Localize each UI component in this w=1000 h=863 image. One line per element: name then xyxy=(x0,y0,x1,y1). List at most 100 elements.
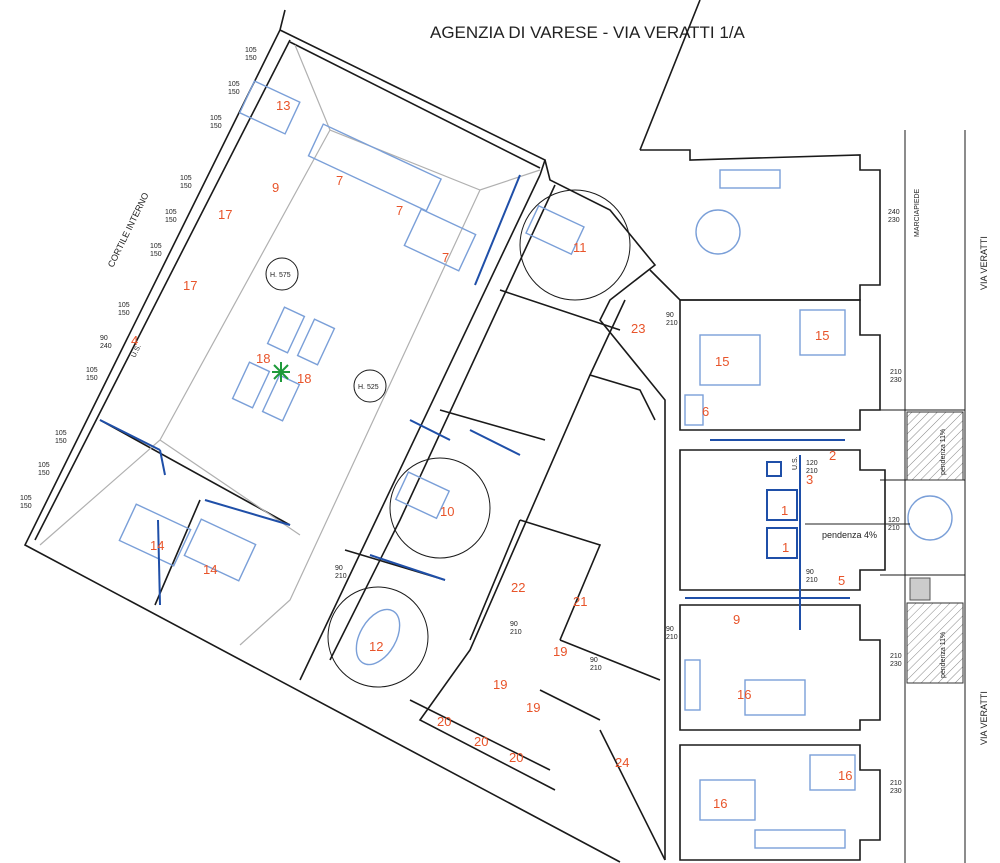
plant-icon xyxy=(272,362,290,382)
room-numbers: 13 9 7 7 7 17 17 4 18 18 11 23 15 15 6 2… xyxy=(131,98,852,811)
ramp-top xyxy=(906,411,964,481)
svg-text:150: 150 xyxy=(55,438,67,445)
sidewalk-label: MARCIAPIEDE xyxy=(914,188,921,237)
svg-text:150: 150 xyxy=(210,123,222,130)
room-number: 1 xyxy=(781,503,788,518)
room-number: 23 xyxy=(631,321,645,336)
ceiling-heights: H. 575 H. 525 xyxy=(265,257,387,403)
ramp-bottom xyxy=(906,602,964,684)
room-number: 9 xyxy=(272,180,279,195)
room-number: 17 xyxy=(218,207,232,222)
svg-text:105: 105 xyxy=(180,175,192,182)
svg-text:230: 230 xyxy=(890,788,902,795)
svg-text:105: 105 xyxy=(165,209,177,216)
interior-walls xyxy=(39,44,666,861)
room-number: 18 xyxy=(256,351,270,366)
room-number: 6 xyxy=(702,404,709,419)
svg-text:90: 90 xyxy=(666,626,674,633)
meeting-room-circles xyxy=(327,189,631,688)
room-number: 22 xyxy=(511,580,525,595)
room-number: 19 xyxy=(493,677,507,692)
turning-circle xyxy=(907,495,953,541)
exterior-walls xyxy=(23,0,966,863)
svg-text:105: 105 xyxy=(150,243,162,250)
courtyard-label: CORTILE INTERNO xyxy=(106,191,151,269)
svg-text:210: 210 xyxy=(890,653,902,660)
svg-text:210: 210 xyxy=(890,369,902,376)
svg-text:230: 230 xyxy=(890,377,902,384)
room-number: 11 xyxy=(573,240,587,255)
svg-text:120: 120 xyxy=(806,460,818,467)
svg-text:210: 210 xyxy=(890,780,902,787)
room-number: 24 xyxy=(615,755,629,770)
svg-text:230: 230 xyxy=(888,217,900,224)
room-number: 12 xyxy=(369,639,383,654)
svg-text:210: 210 xyxy=(666,634,678,641)
ramp-slope-label: pendenza 4% xyxy=(822,530,877,540)
room-number: 16 xyxy=(737,687,751,702)
svg-text:210: 210 xyxy=(666,320,678,327)
svg-text:150: 150 xyxy=(86,375,98,382)
svg-text:90: 90 xyxy=(590,657,598,664)
room-number: 20 xyxy=(437,714,451,729)
svg-text:105: 105 xyxy=(55,430,67,437)
room-number: 20 xyxy=(509,750,523,765)
ramp-slope-label: pendenza 11% xyxy=(940,429,947,475)
room-number: 15 xyxy=(815,328,829,343)
plan-title: AGENZIA DI VARESE - VIA VERATTI 1/A xyxy=(430,23,746,42)
svg-text:105: 105 xyxy=(86,367,98,374)
svg-text:150: 150 xyxy=(245,55,257,62)
svg-text:150: 150 xyxy=(20,503,32,510)
svg-text:150: 150 xyxy=(118,310,130,317)
doors xyxy=(99,174,850,630)
svg-text:210: 210 xyxy=(806,577,818,584)
room-number: 7 xyxy=(442,250,449,265)
svg-text:105: 105 xyxy=(245,47,257,54)
svg-text:240: 240 xyxy=(888,209,900,216)
svg-text:150: 150 xyxy=(38,470,50,477)
street-label: VIA VERATTI xyxy=(979,691,989,745)
room-number: 4 xyxy=(131,333,138,348)
street-label: VIA VERATTI xyxy=(979,236,989,290)
room-number: 20 xyxy=(474,734,488,749)
furniture xyxy=(118,80,856,849)
room-number: 21 xyxy=(573,594,587,609)
room-number: 15 xyxy=(715,354,729,369)
svg-text:90: 90 xyxy=(335,565,343,572)
svg-text:210: 210 xyxy=(590,665,602,672)
room-number: 5 xyxy=(838,573,845,588)
room-number: 19 xyxy=(526,700,540,715)
room-number: 2 xyxy=(829,448,836,463)
ramp-landing xyxy=(909,577,931,601)
svg-text:210: 210 xyxy=(510,629,522,636)
svg-text:210: 210 xyxy=(806,468,818,475)
svg-text:210: 210 xyxy=(335,573,347,580)
ceiling-height: H. 575 xyxy=(270,272,291,279)
accessible-sign-icon xyxy=(766,461,782,477)
svg-text:210: 210 xyxy=(888,525,900,532)
room-number: 10 xyxy=(440,504,454,519)
room-number: 14 xyxy=(203,562,217,577)
svg-text:240: 240 xyxy=(100,343,112,350)
svg-text:120: 120 xyxy=(888,517,900,524)
svg-text:105: 105 xyxy=(210,115,222,122)
svg-text:90: 90 xyxy=(666,312,674,319)
room-number: 7 xyxy=(336,173,343,188)
svg-text:90: 90 xyxy=(806,569,814,576)
ceiling-height: H. 525 xyxy=(358,384,379,391)
room-number: 13 xyxy=(276,98,290,113)
svg-text:90: 90 xyxy=(100,335,108,342)
svg-text:150: 150 xyxy=(228,89,240,96)
room-number: 16 xyxy=(713,796,727,811)
svg-text:150: 150 xyxy=(150,251,162,258)
us-label: U.S. xyxy=(792,456,799,470)
room-number: 18 xyxy=(297,371,311,386)
room-number: 9 xyxy=(733,612,740,627)
room-number: 14 xyxy=(150,538,164,553)
room-number: 17 xyxy=(183,278,197,293)
svg-text:150: 150 xyxy=(180,183,192,190)
room-number: 1 xyxy=(782,540,789,555)
room-number: 19 xyxy=(553,644,567,659)
